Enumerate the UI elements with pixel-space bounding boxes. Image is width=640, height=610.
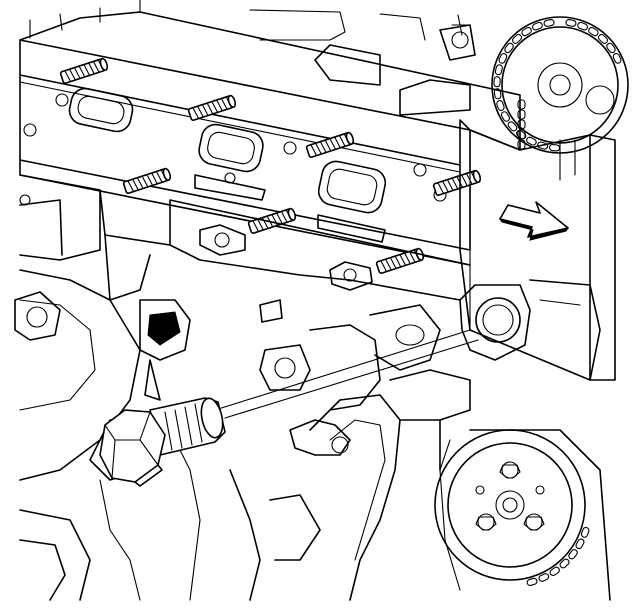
sensor [99,397,226,487]
chain-link [496,100,505,111]
chain-link [532,21,543,31]
chain-link [559,558,570,569]
manifold-stud [187,94,237,121]
manifold-stud [432,169,482,196]
chain-link [504,42,514,54]
crankshaft-sprocket [434,429,611,601]
camshaft-sprocket [491,16,629,154]
engine-block [14,174,601,601]
chain-link [588,26,599,37]
direction-arrow [498,201,570,241]
chain-link [580,526,590,538]
manifold-stud [122,167,172,194]
chain-link [575,538,585,550]
chain-link [548,144,561,152]
chain-link [526,577,538,587]
chain-link [521,26,532,37]
chain-link [517,109,526,120]
chain-link [568,549,578,560]
chain-link [517,129,526,140]
chain-link [517,119,526,130]
chain-link [494,64,503,76]
chain-link [493,76,501,88]
chain-link [537,141,549,150]
chain-link [597,34,608,44]
chain-link [606,42,616,54]
exhaust-manifold-studs [59,57,482,274]
chain-link [549,566,560,576]
manifold-stud [305,131,355,158]
chain-link [543,19,555,27]
chain-link [538,573,550,582]
manifold-stud [247,207,297,234]
manifold-stud [375,247,425,274]
chain-link [498,53,508,64]
chain-link [500,111,510,122]
chain-link [577,21,588,31]
sensor-alignment-line [214,329,479,419]
manifold-stud [59,57,109,84]
chain-link [517,99,526,110]
timing-chain-upper [493,19,622,152]
chain-link [493,88,502,100]
chain-link [507,121,518,132]
timing-chain-lower [526,526,590,587]
chain-link [565,19,577,27]
chain-link [512,34,523,44]
chain-link [526,136,537,146]
exhaust-ports [68,87,387,243]
chain-link [612,53,622,64]
